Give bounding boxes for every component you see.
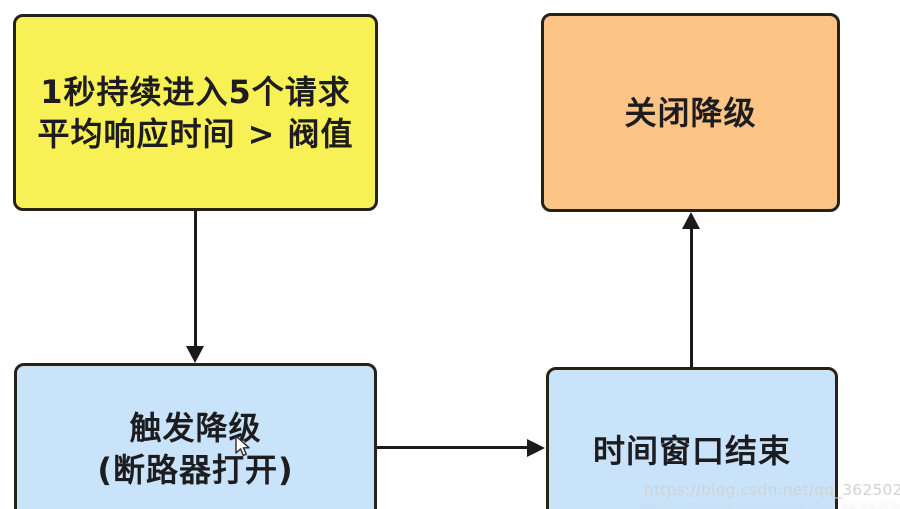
arrowhead-up-icon	[682, 212, 700, 229]
node-trigger-degrade-line2: (断路器打开)	[97, 451, 294, 489]
watermark-url-echo: https://blog.csdn.net/qq_36250202	[640, 500, 900, 509]
arrowhead-right-icon	[527, 438, 545, 457]
node-trigger-degrade: 触发降级 (断路器打开)	[14, 363, 377, 509]
edge-window-to-close-line	[690, 228, 693, 368]
watermark-url: https://blog.csdn.net/qq_36250202	[644, 481, 900, 499]
edge-condition-to-trigger-line	[194, 211, 197, 348]
node-close-degrade: 关闭降级	[541, 13, 840, 212]
node-time-window: 时间窗口结束	[546, 367, 838, 509]
edge-trigger-to-window-line	[377, 446, 528, 449]
arrowhead-down-icon	[186, 346, 204, 363]
node-entry-condition: 1秒持续进入5个请求 平均响应时间 > 阀值	[13, 14, 378, 211]
node-entry-condition-line2: 平均响应时间 > 阀值	[37, 114, 354, 153]
node-time-window-label: 时间窗口结束	[592, 432, 791, 470]
node-close-degrade-label: 关闭降级	[624, 93, 757, 132]
node-entry-condition-line1: 1秒持续进入5个请求	[40, 72, 351, 111]
mouse-cursor-icon	[235, 435, 250, 457]
